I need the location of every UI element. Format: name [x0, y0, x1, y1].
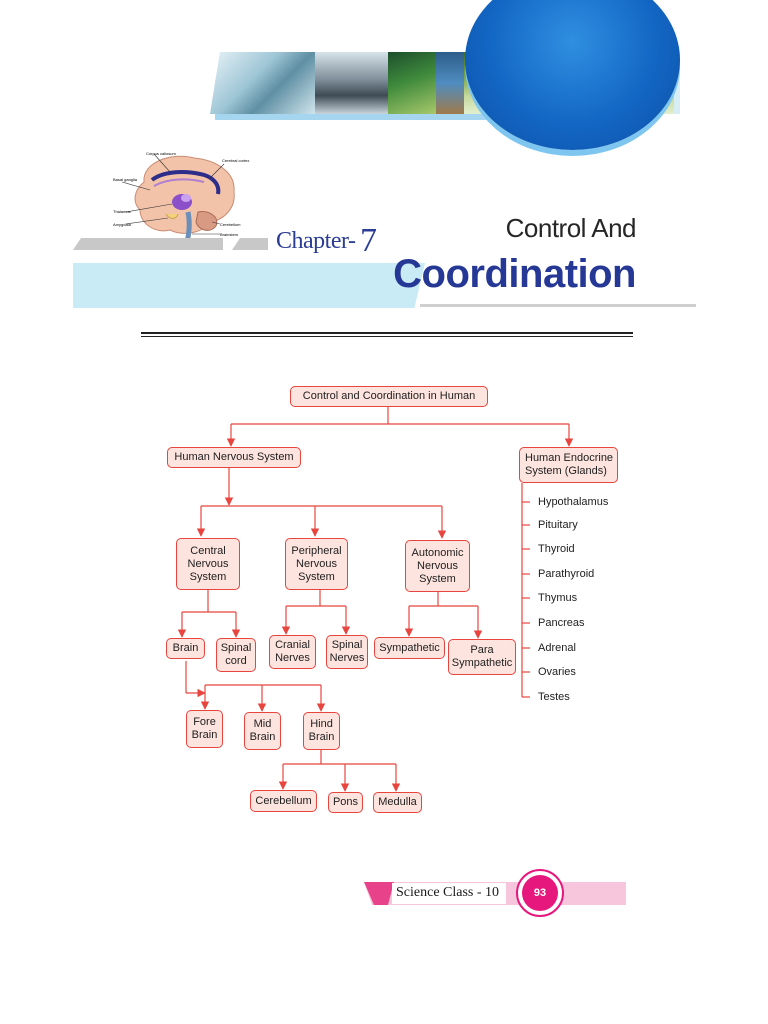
landscape-photo	[436, 52, 466, 114]
node-cerebellum: Cerebellum	[250, 790, 317, 812]
gland-ovaries: Ovaries	[538, 666, 576, 678]
node-pons: Pons	[328, 792, 363, 813]
grey-accent-bar-small	[232, 238, 268, 250]
gland-thymus: Thymus	[538, 592, 578, 604]
node-hind-brain: Hind Brain	[303, 712, 340, 750]
blue-circle-decoration	[465, 0, 680, 150]
node-para-sympathetic: Para Sympathetic	[448, 639, 516, 675]
node-mid-brain: Mid Brain	[244, 712, 281, 750]
brain-label-corpus-callosum: Corpus callosum	[146, 151, 176, 156]
footer-accent	[364, 882, 394, 905]
title-underline	[420, 304, 696, 307]
gland-pituitary: Pituitary	[538, 519, 578, 531]
footer-label-background	[392, 883, 506, 904]
node-control-coordination-human: Control and Coordination in Human	[290, 386, 488, 407]
gland-thyroid: Thyroid	[538, 543, 575, 555]
brain-label-cerebellum: Cerebellum	[220, 222, 241, 227]
footer-book-title: Science Class - 10	[396, 885, 500, 900]
node-fore-brain: Fore Brain	[186, 710, 223, 748]
node-autonomic-nervous-system: Autonomic Nervous System	[405, 540, 470, 592]
microscope-photo	[315, 52, 390, 114]
title-band	[73, 263, 425, 308]
chapter-number: 7	[360, 222, 377, 259]
node-sympathetic: Sympathetic	[374, 637, 445, 659]
brain-label-amygdala: Amygdala	[113, 222, 132, 227]
gland-pancreas: Pancreas	[538, 617, 585, 629]
gland-testes: Testes	[538, 691, 570, 703]
gland-hypothalamus: Hypothalamus	[538, 496, 609, 508]
node-human-endocrine-system: Human Endocrine System (Glands)	[519, 447, 618, 483]
section-divider-thin	[141, 336, 633, 337]
banner-underline	[215, 114, 515, 120]
dna-photo	[210, 52, 320, 114]
node-human-nervous-system: Human Nervous System	[167, 447, 301, 468]
grey-accent-bar	[73, 238, 223, 250]
gland-adrenal: Adrenal	[538, 642, 576, 654]
brain-label-brainstem: Brainstem	[220, 232, 239, 237]
chapter-label: Chapter-	[276, 228, 356, 254]
node-brain: Brain	[166, 638, 205, 659]
chapter-title-line1: Control And	[505, 213, 637, 243]
node-central-nervous-system: Central Nervous System	[176, 538, 240, 590]
chapter-title-line2: Coordination	[393, 252, 636, 296]
page-number: 93	[522, 875, 558, 911]
brain-label-cerebral-cortex: Cerebral cortex	[222, 158, 249, 163]
brain-label-thalamus: Thalamus	[113, 209, 131, 214]
node-spinal-nerves: Spinal Nerves	[326, 635, 368, 669]
node-cranial-nerves: Cranial Nerves	[269, 635, 316, 669]
section-divider	[141, 332, 633, 334]
frog-photo	[388, 52, 438, 114]
node-peripheral-nervous-system: Peripheral Nervous System	[285, 538, 348, 590]
node-medulla: Medulla	[373, 792, 422, 813]
brain-label-basal-ganglia: Basal ganglia	[113, 177, 138, 182]
gland-parathyroid: Parathyroid	[538, 568, 595, 580]
node-spinal-cord: Spinal cord	[216, 638, 256, 672]
